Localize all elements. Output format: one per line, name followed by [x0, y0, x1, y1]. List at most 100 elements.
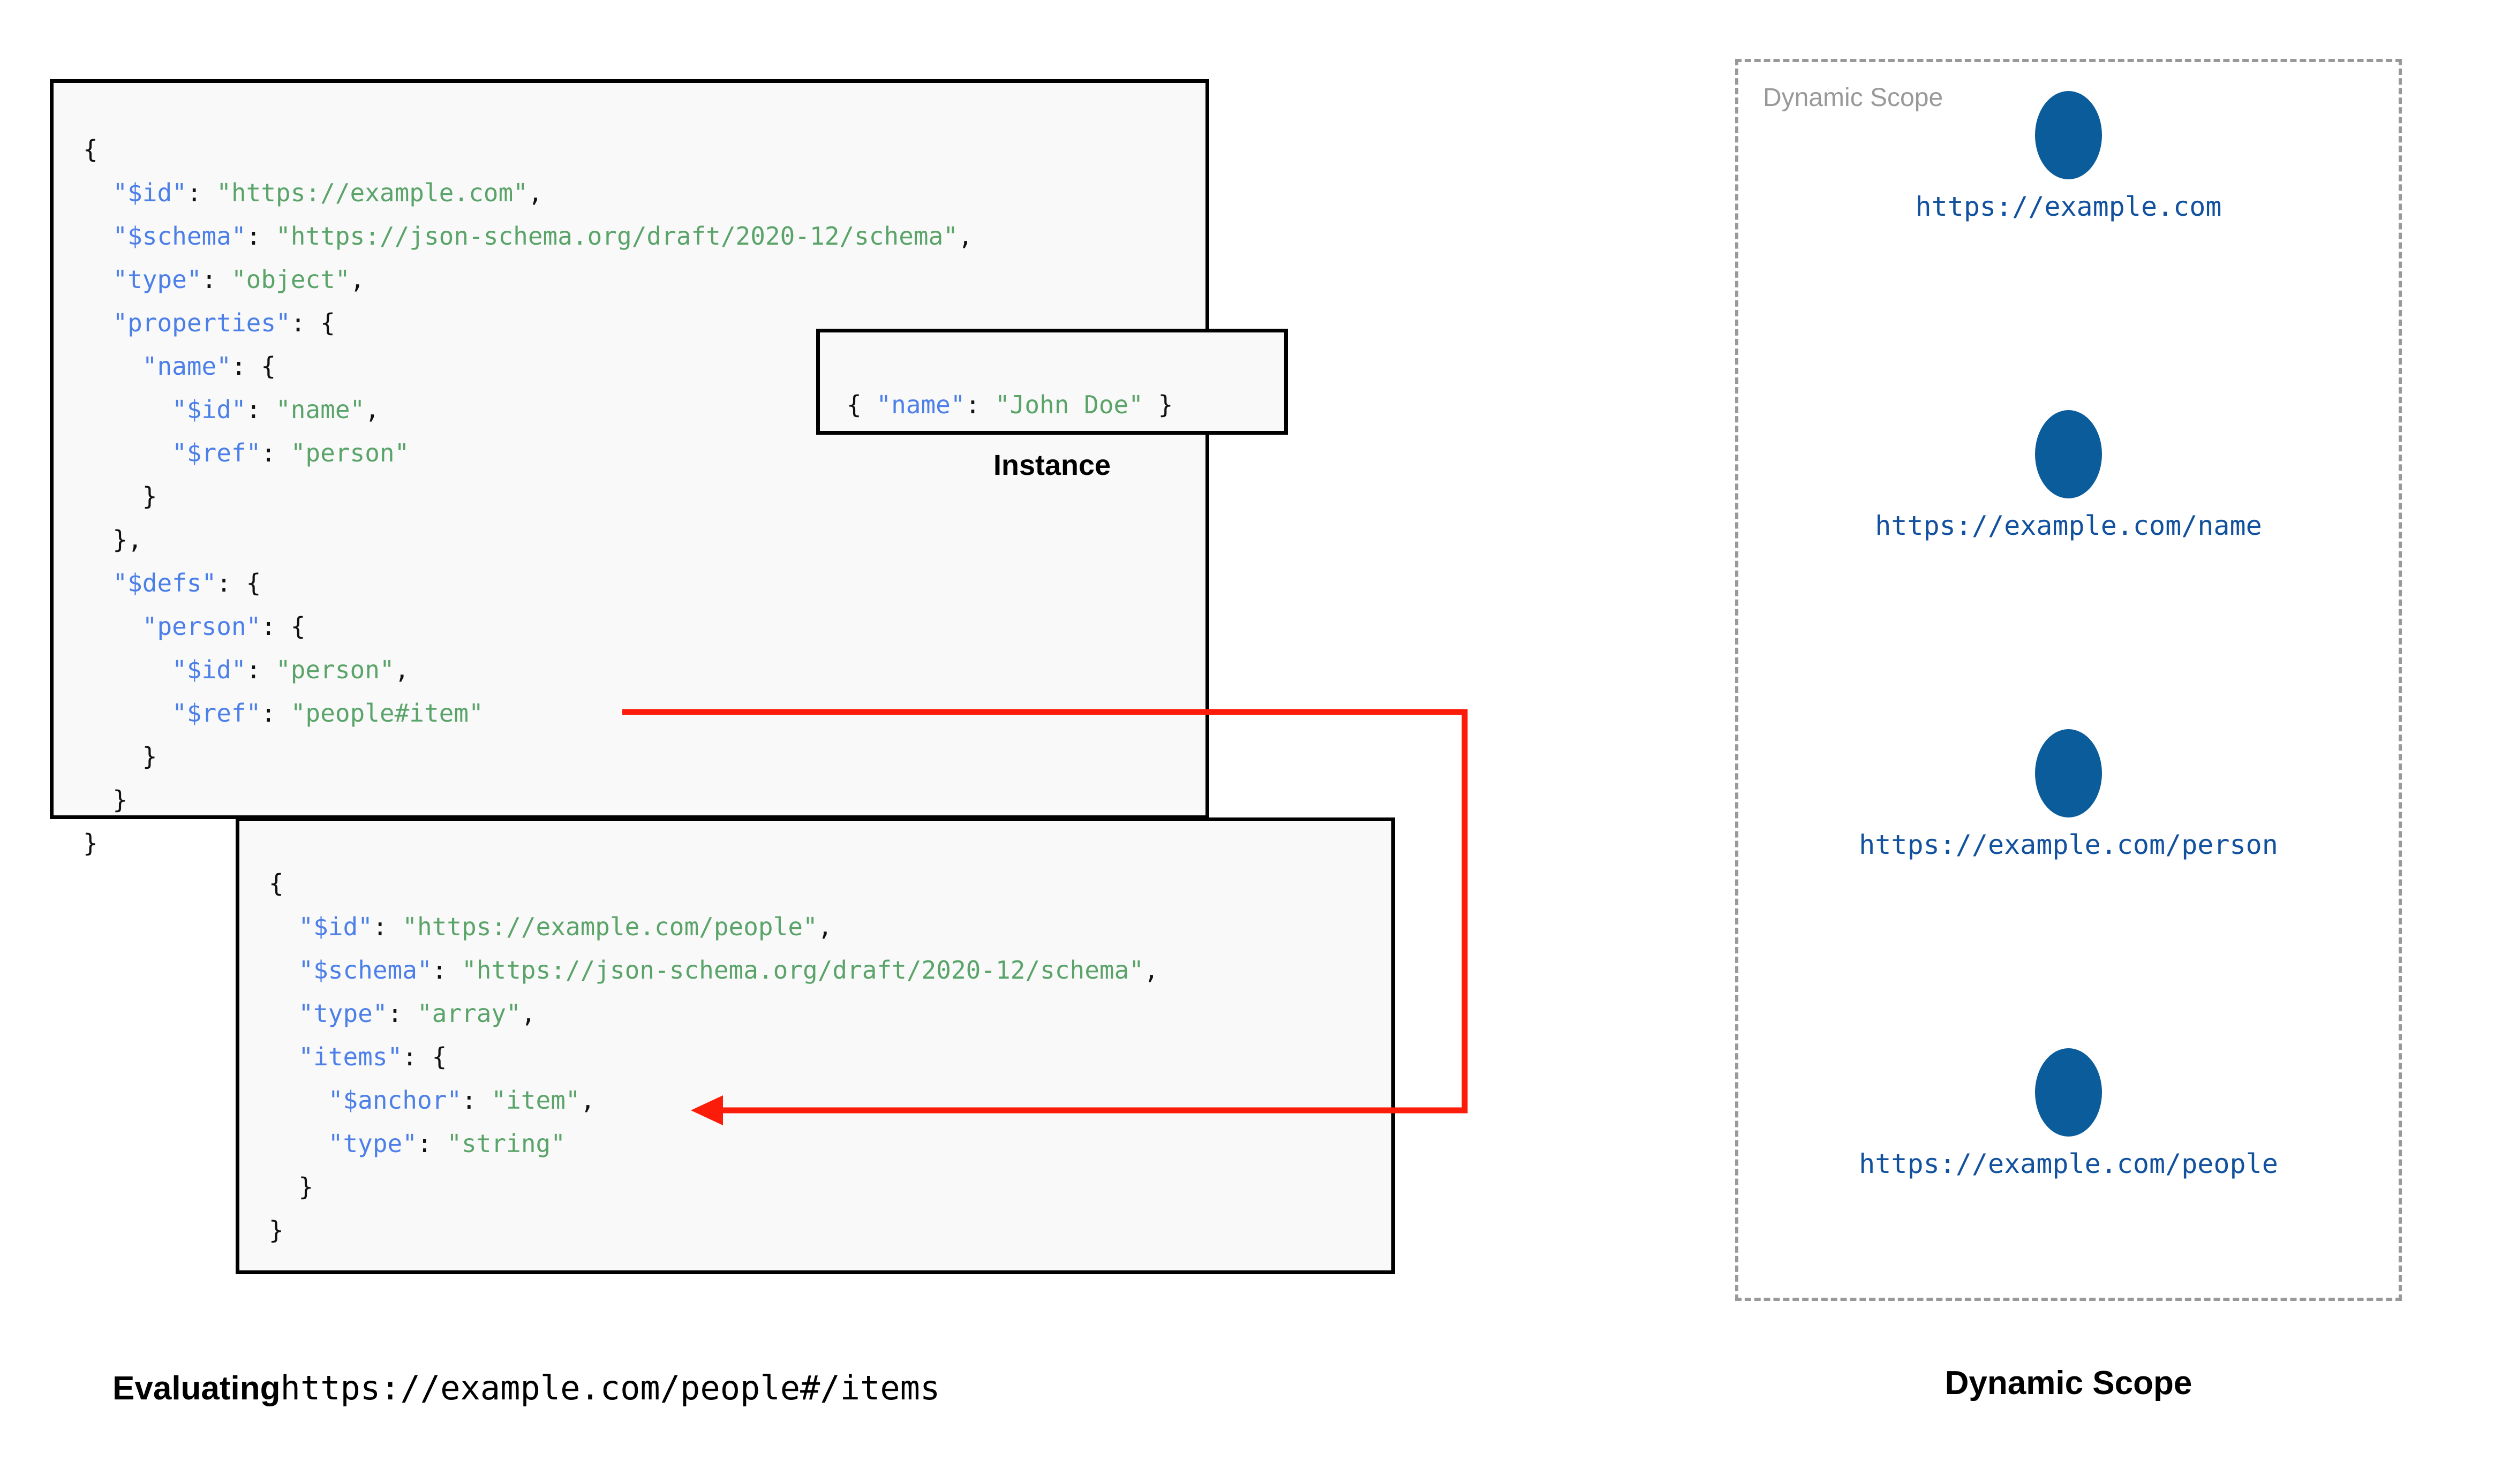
code-token: "John Doe"	[994, 390, 1143, 419]
code-token: "https://example.com/people"	[402, 912, 818, 941]
code-token: }	[83, 742, 157, 771]
code-token: :	[387, 999, 417, 1028]
code-token: }	[83, 482, 157, 511]
code-token: "https://example.com"	[216, 178, 528, 207]
code-token: "$id"	[112, 178, 187, 207]
code-token: : {	[231, 352, 276, 381]
code-token: :	[186, 178, 217, 207]
code-token	[269, 999, 298, 1028]
code-token: "name"	[876, 390, 966, 419]
code-token: "$defs"	[112, 569, 217, 597]
code-token	[83, 178, 112, 207]
code-token	[269, 956, 298, 985]
code-token: "$id"	[172, 395, 246, 424]
code-token: ,	[521, 999, 536, 1028]
code-token	[83, 569, 112, 597]
code-token: "string"	[447, 1129, 566, 1158]
code-token	[83, 265, 112, 294]
code-token: {	[83, 135, 98, 164]
code-token: "type"	[328, 1129, 417, 1158]
code-token: "name"	[142, 352, 231, 381]
instance-code: { "name": "John Doe" }	[847, 383, 1173, 427]
code-token: "https://json-schema.org/draft/2020-12/s…	[276, 222, 958, 251]
dynamic-scope-inner-label: Dynamic Scope	[1763, 84, 1943, 112]
left-caption-url: https://example.com/people#/items	[280, 1368, 940, 1407]
code-token: : {	[402, 1042, 447, 1071]
instance-caption: Instance	[993, 449, 1111, 481]
code-token: ,	[365, 395, 380, 424]
dynamic-scope-node: https://example.com/name	[1735, 410, 2402, 541]
code-token	[83, 308, 112, 337]
code-token: :	[201, 265, 231, 294]
code-token: "type"	[112, 265, 202, 294]
code-token: ,	[580, 1086, 596, 1115]
code-token: "$id"	[172, 655, 246, 684]
code-token: ,	[394, 655, 410, 684]
code-token: },	[83, 525, 142, 554]
code-token: : {	[261, 612, 306, 641]
code-token: "$schema"	[112, 222, 246, 251]
code-token: ,	[1143, 956, 1159, 985]
code-token	[83, 699, 172, 728]
code-token: }	[83, 829, 98, 858]
code-token: "person"	[276, 655, 395, 684]
code-token: }	[269, 1216, 284, 1245]
code-token: "object"	[231, 265, 350, 294]
left-caption-bold: Evaluating	[112, 1370, 281, 1407]
code-token: ,	[527, 178, 543, 207]
schema-root-code: { "$id": "https://example.com", "$schema…	[83, 128, 973, 865]
left-caption: Evaluatinghttps://example.com/people#/it…	[112, 1368, 940, 1407]
code-token	[83, 395, 172, 424]
code-token: :	[246, 222, 276, 251]
scope-node-label: https://example.com/people	[1859, 1148, 2278, 1179]
code-token: : {	[216, 569, 261, 597]
code-token: :	[261, 438, 291, 467]
code-token: :	[261, 699, 291, 728]
code-token: :	[372, 912, 403, 941]
schema-people-code: { "$id": "https://example.com/people", "…	[269, 862, 1159, 1252]
scope-node-circle-icon	[2035, 410, 2102, 498]
code-token: "$anchor"	[328, 1086, 462, 1115]
code-token: :	[417, 1129, 447, 1158]
code-token	[83, 352, 142, 381]
code-token: }	[1143, 390, 1173, 419]
dynamic-scope-node: https://example.com/people	[1735, 1048, 2402, 1179]
code-token: "$ref"	[172, 699, 261, 728]
code-token: "type"	[298, 999, 388, 1028]
scope-node-label: https://example.com/person	[1859, 829, 2278, 860]
right-caption: Dynamic Scope	[1945, 1365, 2192, 1402]
code-token: "name"	[276, 395, 365, 424]
instance-box: { "name": "John Doe" }	[816, 329, 1288, 435]
code-token: {	[269, 869, 284, 898]
scope-node-circle-icon	[2035, 729, 2102, 817]
code-token: }	[83, 785, 128, 814]
code-token: "$schema"	[298, 956, 432, 985]
code-token: ,	[958, 222, 973, 251]
scope-node-label: https://example.com	[1915, 191, 2222, 222]
code-token: "people#item"	[290, 699, 484, 728]
code-token: {	[847, 390, 877, 419]
code-token: :	[246, 395, 276, 424]
code-token: "person"	[142, 612, 261, 641]
code-token: :	[462, 1086, 492, 1115]
code-token: :	[246, 655, 276, 684]
code-token: "$ref"	[172, 438, 261, 467]
code-token	[269, 1129, 328, 1158]
dynamic-scope-node: https://example.com	[1735, 91, 2402, 222]
code-token	[83, 438, 172, 467]
schema-root-box: { "$id": "https://example.com", "$schema…	[50, 79, 1209, 858]
dynamic-scope-node: https://example.com/person	[1735, 729, 2402, 860]
code-token: "item"	[491, 1086, 581, 1115]
code-token: : {	[290, 308, 335, 337]
code-token	[269, 1086, 328, 1115]
code-token: ,	[350, 265, 365, 294]
code-token	[83, 655, 172, 684]
code-token: ,	[817, 912, 833, 941]
code-token	[83, 612, 142, 641]
scope-node-circle-icon	[2035, 91, 2102, 179]
schema-people-box: { "$id": "https://example.com/people", "…	[236, 817, 1395, 1274]
code-token: :	[965, 390, 995, 419]
code-token: "items"	[298, 1042, 403, 1071]
code-token: "person"	[290, 438, 410, 467]
